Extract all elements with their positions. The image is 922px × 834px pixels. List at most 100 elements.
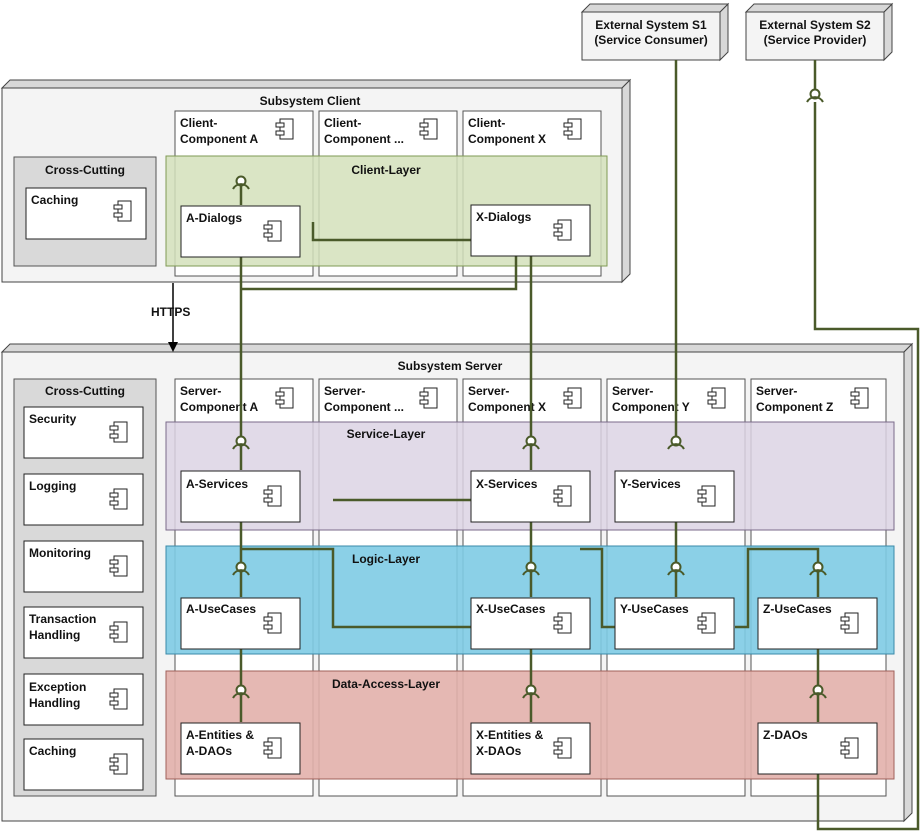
component-icon (553, 485, 572, 507)
https-label: HTTPS (151, 305, 190, 319)
component-icon (263, 737, 282, 759)
component-icon (275, 387, 294, 409)
x-dialogs-label: X-Dialogs (476, 210, 532, 224)
usecase-components: A-UseCases X-UseCases Y-UseCases Z-UseCa… (180, 597, 878, 650)
client-cross-cutting-title: Cross-Cutting (45, 163, 125, 177)
service-components: A-Services X-Services Y-Services (180, 470, 735, 523)
component-icon (707, 387, 726, 409)
x-entities-label-line1: X-Entities & (476, 728, 544, 742)
interface-icon (667, 435, 685, 450)
client-component-a-line1: Client- (180, 116, 217, 130)
component-icon (263, 485, 282, 507)
component-icon (840, 612, 859, 634)
exception-handling-line2: Handling (29, 696, 80, 710)
a-entities-label-line1: A-Entities & (186, 728, 254, 742)
server-component-z-line1: Server- (756, 384, 797, 398)
y-usecases-label: Y-UseCases (620, 602, 689, 616)
server-cross-cutting-title: Cross-Cutting (45, 384, 125, 398)
transaction-handling-line1: Transaction (29, 612, 96, 626)
a-usecases-label: A-UseCases (186, 602, 256, 616)
client-component-x-line2: Component X (468, 132, 546, 146)
interface-icon (809, 561, 827, 576)
external-system-s2-node: External System S2 (Service Provider) (744, 2, 894, 62)
external-system-s1-name: External System S1 (595, 18, 707, 32)
component-icon (419, 387, 438, 409)
a-entities-label-line2: A-DAOs (186, 744, 232, 758)
server-caching-label: Caching (29, 744, 76, 758)
monitoring-label: Monitoring (29, 546, 91, 560)
server-component-x-line2: Component X (468, 400, 546, 414)
component-icon (697, 485, 716, 507)
interface-icon (522, 435, 540, 450)
interface-icon (806, 88, 824, 103)
security-label: Security (29, 412, 77, 426)
interface-icon (522, 684, 540, 699)
component-icon (263, 612, 282, 634)
component-icon (113, 200, 132, 222)
client-cross-cutting: Cross-Cutting Caching (13, 156, 157, 267)
interface-icon (232, 175, 250, 205)
x-services-label: X-Services (476, 477, 538, 491)
server-component-z-line2: Component Z (756, 400, 833, 414)
z-usecases-label: Z-UseCases (763, 602, 832, 616)
client-component-x-line1: Client- (468, 116, 505, 130)
client-component-a-line2: Component A (180, 132, 259, 146)
component-icon (553, 737, 572, 759)
component-icon (109, 421, 128, 443)
client-component-dots-line2: Component ... (324, 132, 404, 146)
component-icon (563, 387, 582, 409)
component-icon (553, 612, 572, 634)
data-access-layer-label: Data-Access-Layer (332, 677, 440, 691)
server-component-x-line1: Server- (468, 384, 509, 398)
z-daos-label: Z-DAOs (763, 728, 808, 742)
interface-icon (232, 561, 250, 576)
component-icon (850, 387, 869, 409)
interface-icon (809, 684, 827, 699)
server-component-dots-line1: Server- (324, 384, 365, 398)
y-services-label: Y-Services (620, 477, 681, 491)
x-usecases-label: X-UseCases (476, 602, 546, 616)
component-icon (109, 753, 128, 775)
server-component-a-line1: Server- (180, 384, 221, 398)
logging-label: Logging (29, 479, 76, 493)
interface-icon (232, 684, 250, 699)
client-component-dots-line1: Client- (324, 116, 361, 130)
interface-icon (522, 561, 540, 576)
service-layer-label: Service-Layer (347, 427, 426, 441)
client-caching-label: Caching (31, 193, 78, 207)
component-icon (275, 118, 294, 140)
lollipop-interface-icons (232, 88, 827, 699)
a-services-label: A-Services (186, 477, 248, 491)
external-system-s2-name: External System S2 (759, 18, 871, 32)
component-icon (109, 688, 128, 710)
a-dialogs-label: A-Dialogs (186, 211, 242, 225)
server-cross-cutting: Cross-Cutting Security Logging Monitorin… (13, 378, 157, 797)
component-icon (553, 219, 572, 241)
data-access-components: A-Entities & A-DAOs X-Entities & X-DAOs … (180, 722, 878, 775)
logic-layer-label: Logic-Layer (352, 552, 420, 566)
component-icon (109, 555, 128, 577)
component-icon (697, 612, 716, 634)
subsystem-server-title: Subsystem Server (398, 359, 503, 373)
server-component-y-line1: Server- (612, 384, 653, 398)
component-icons (109, 118, 869, 775)
server-component-dots-line2: Component ... (324, 400, 404, 414)
component-icon (840, 737, 859, 759)
external-system-s1-node: External System S1 (Service Consumer) (580, 2, 730, 62)
interface-icon (667, 561, 685, 576)
x-entities-label-line2: X-DAOs (476, 744, 522, 758)
subsystem-client-title: Subsystem Client (260, 94, 361, 108)
server-component-y-line2: Component Y (612, 400, 690, 414)
exception-handling-line1: Exception (29, 680, 86, 694)
transaction-handling-line2: Handling (29, 628, 80, 642)
server-component-a-line2: Component A (180, 400, 259, 414)
component-icon (109, 488, 128, 510)
component-icon (109, 621, 128, 643)
external-system-s2-role: (Service Provider) (764, 33, 867, 47)
component-icon (263, 220, 282, 242)
client-layer-label: Client-Layer (351, 163, 421, 177)
component-icon (563, 118, 582, 140)
external-system-s1-role: (Service Consumer) (594, 33, 707, 47)
component-icon (419, 118, 438, 140)
